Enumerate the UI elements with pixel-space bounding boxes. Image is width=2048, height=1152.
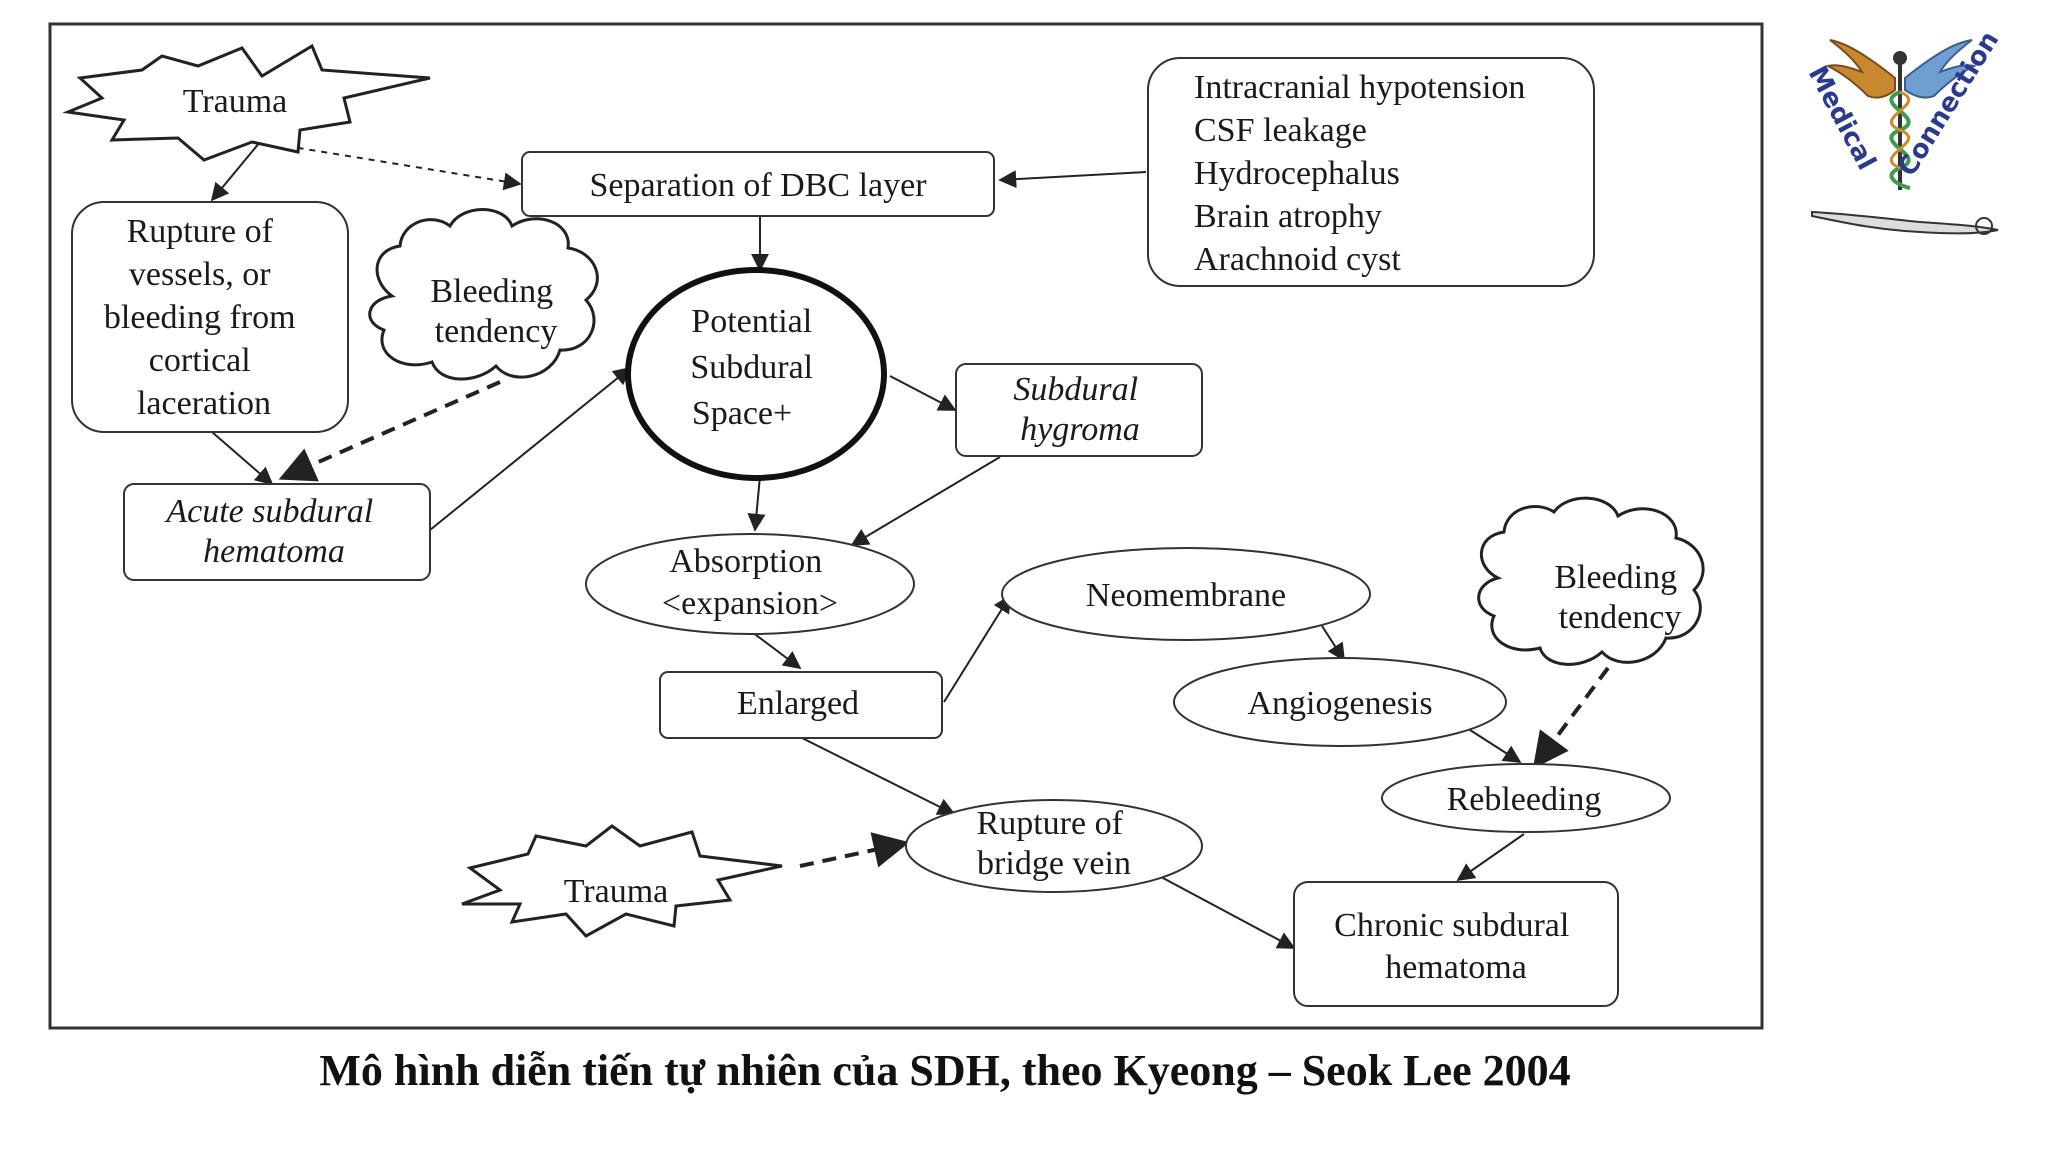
bleeding-right-line: Bleeding — [1554, 559, 1677, 596]
trauma-top-label: Trauma — [183, 83, 288, 120]
potential-space-line: Space+ — [692, 395, 792, 432]
rupture-vessels-line: Rupture of — [127, 213, 274, 250]
logo-scalpel-icon — [1811, 210, 1999, 235]
bleeding-right-line: tendency — [1559, 599, 1682, 636]
edge-causes-to-separation — [998, 170, 1147, 189]
rupture-bridge-label: Rupture of bridge vein — [977, 805, 1132, 882]
node-subdural-hygroma: Subdural hygroma — [955, 363, 1203, 457]
node-rupture-vessels: Rupture of vessels, or bleeding from cor… — [71, 201, 349, 433]
edge-space-to-absorption — [747, 475, 766, 532]
edge-trauma-to-separation — [261, 141, 522, 191]
rupture-vessels-line: vessels, or — [129, 256, 271, 293]
edge-trauma-bottom-to-rupture-bridge — [799, 832, 910, 868]
logo-serpent-icon — [1889, 90, 1911, 190]
cause-item: Hydrocephalus — [1194, 155, 1400, 192]
hygroma-line: Subdural — [1013, 371, 1138, 408]
potential-space-line: Potential — [691, 303, 812, 340]
edge-enlarged-to-rupture-bridge — [801, 737, 956, 815]
edge-enlarged-to-neomembrane — [943, 594, 1011, 703]
edge-neomembrane-to-angiogenesis — [1321, 625, 1345, 662]
edge-angiogenesis-to-rebleeding — [1469, 729, 1522, 763]
acute-sdh-line: Acute subdural — [164, 493, 373, 530]
rupture-vessels-line: bleeding from — [104, 299, 296, 336]
rupture-bridge-line: bridge vein — [977, 845, 1131, 882]
medical-connection-logo: Medical Connection — [1802, 26, 2005, 235]
node-potential-space: Potential Subdural Space+ — [625, 267, 887, 481]
figure-caption: Mô hình diễn tiến tự nhiên của SDH, theo… — [319, 1046, 1571, 1095]
edge-bleeding-right-to-rebleeding — [1532, 666, 1610, 769]
absorption-label: Absorption <expansion> — [662, 543, 838, 622]
trauma-bottom-label: Trauma — [564, 873, 669, 910]
node-chronic-sdh: Chronic subdural hematoma — [1293, 881, 1619, 1007]
cause-item: Brain atrophy — [1194, 198, 1382, 235]
bleeding-left-line: tendency — [435, 313, 558, 350]
absorption-line: Absorption — [669, 543, 822, 580]
logo-serpent-icon — [1890, 90, 1910, 170]
rupture-vessels-label: Rupture of vessels, or bleeding from cor… — [104, 213, 304, 422]
hygroma-label: Subdural hygroma — [1013, 371, 1146, 448]
edge-acute-to-space — [429, 366, 632, 531]
node-trauma-top: Trauma — [62, 43, 431, 162]
enlarged-label: Enlarged — [737, 685, 859, 722]
edge-rupture-to-acute — [211, 431, 274, 486]
node-causes: Intracranial hypotension CSF leakage Hyd… — [1147, 57, 1595, 287]
cause-item: CSF leakage — [1194, 112, 1367, 149]
edge-rupture-bridge-to-chronic — [1147, 869, 1296, 949]
edge-bleeding-to-acute — [278, 380, 501, 482]
node-rupture-bridge: Rupture of bridge vein — [905, 799, 1203, 893]
node-angiogenesis: Angiogenesis — [1173, 657, 1507, 747]
chronic-sdh-line: hematoma — [1385, 949, 1527, 986]
potential-space-line: Subdural — [690, 349, 813, 386]
node-rebleeding: Rebleeding — [1381, 763, 1671, 833]
rupture-vessels-line: laceration — [137, 385, 271, 422]
bleeding-right-label: Bleeding tendency — [1554, 559, 1685, 636]
chronic-sdh-label: Chronic subdural hematoma — [1334, 907, 1578, 986]
cause-item: Arachnoid cyst — [1194, 241, 1401, 278]
node-neomembrane: Neomembrane — [1001, 547, 1371, 641]
cause-item: Intracranial hypotension — [1194, 69, 1525, 106]
rupture-vessels-line: cortical — [149, 342, 251, 379]
neomembrane-label: Neomembrane — [1086, 577, 1286, 614]
logo-right-wing-icon — [1904, 39, 1977, 99]
separation-label: Separation of DBC layer — [589, 167, 927, 204]
potential-space-label: Potential Subdural Space+ — [690, 303, 821, 432]
acute-sdh-line: hematoma — [203, 533, 345, 570]
edge-absorption-to-enlarged — [751, 631, 802, 670]
angiogenesis-label: Angiogenesis — [1247, 685, 1432, 722]
logo-left-wing-icon — [1825, 39, 1896, 99]
chronic-sdh-line: Chronic subdural — [1334, 907, 1569, 944]
rupture-bridge-line: Rupture of — [977, 805, 1124, 842]
node-bleeding-tendency-right: Bleeding tendency — [1477, 496, 1705, 666]
rebleeding-label: Rebleeding — [1447, 781, 1602, 818]
bleeding-left-label: Bleeding tendency — [430, 273, 561, 350]
hygroma-line: hygroma — [1020, 411, 1140, 448]
absorption-line: <expansion> — [662, 585, 838, 622]
node-bleeding-tendency-left: Bleeding tendency — [368, 208, 599, 381]
node-trauma-bottom: Trauma — [461, 824, 783, 938]
edge-space-to-hygroma — [889, 375, 957, 411]
bleeding-left-line: Bleeding — [430, 273, 553, 310]
causes-list: Intracranial hypotension CSF leakage Hyd… — [1194, 69, 1534, 278]
acute-sdh-label: Acute subdural hematoma — [164, 493, 381, 570]
node-acute-sdh: Acute subdural hematoma — [123, 483, 431, 581]
node-absorption: Absorption <expansion> — [585, 533, 915, 635]
edge-trauma-to-rupture — [210, 141, 261, 202]
node-enlarged: Enlarged — [659, 671, 943, 739]
edge-rebleeding-to-chronic — [1456, 833, 1525, 882]
node-separation-dbc: Separation of DBC layer — [521, 151, 995, 217]
edge-hygroma-to-absorption — [850, 456, 1001, 546]
